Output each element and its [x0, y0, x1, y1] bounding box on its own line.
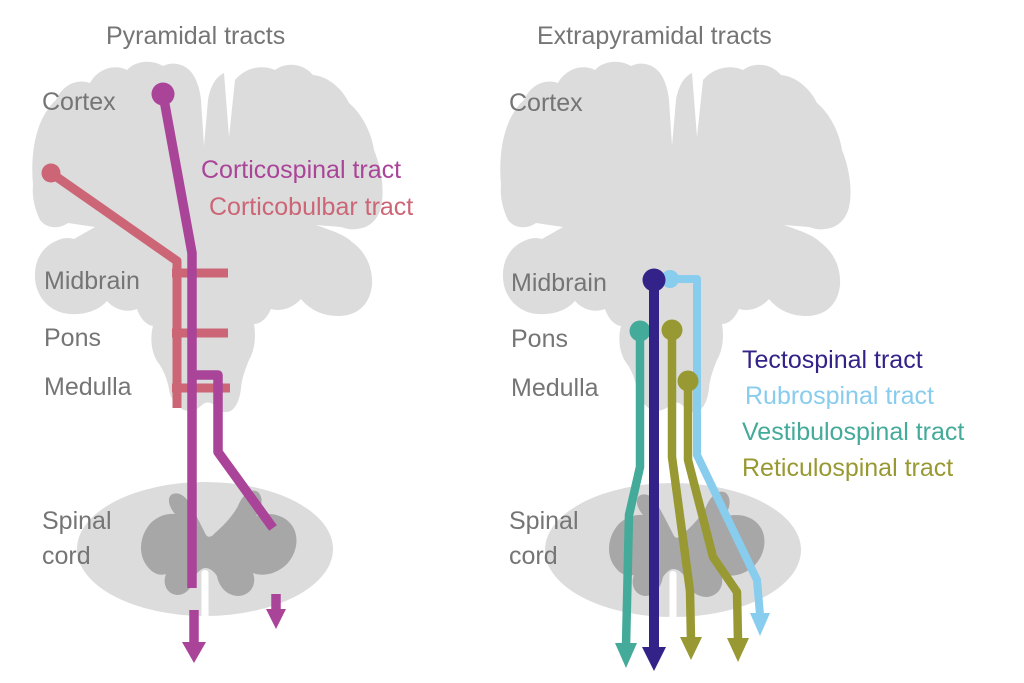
corticobulbar-origin-dot — [41, 163, 61, 183]
label-pons-left: Pons — [44, 324, 101, 352]
corticospinal-lateral-branch — [192, 370, 277, 531]
reticulospinal-arrowhead-2 — [727, 638, 749, 662]
label-reticulospinal-tract: Reticulospinal tract — [742, 454, 954, 482]
reticulospinal-tract-lines — [661, 319, 749, 662]
corticospinal-origin-dot — [151, 82, 175, 106]
label-cortex-left: Cortex — [42, 88, 116, 116]
left-figure-title: Pyramidal tracts — [106, 22, 286, 50]
label-midbrain-left: Midbrain — [44, 267, 140, 295]
rubrospinal-line — [669, 275, 764, 616]
spinal-cord-section-left — [77, 482, 333, 622]
corticospinal-arrowhead — [182, 642, 206, 663]
label-rubrospinal-tract: Rubrospinal tract — [745, 382, 934, 410]
vestibulospinal-origin-dot — [629, 320, 651, 342]
label-spinal-cord-right: Spinal cord — [509, 507, 579, 570]
reticulospinal-line-pontine — [667, 330, 696, 641]
label-medulla-right: Medulla — [511, 374, 599, 402]
label-vestibulospinal-tract: Vestibulospinal tract — [742, 418, 965, 446]
label-pons-right: Pons — [511, 325, 568, 353]
corticospinal-main-line — [158, 93, 197, 588]
corticospinal-tract-lines — [158, 93, 281, 644]
rubrospinal-origin-dot — [661, 270, 679, 288]
reticulospinal-arrowhead-1 — [680, 637, 702, 660]
tectospinal-tract-lines — [642, 268, 666, 671]
label-tectospinal-tract: Tectospinal tract — [742, 346, 923, 374]
label-midbrain-right: Midbrain — [511, 269, 607, 297]
rubrospinal-arrowhead — [750, 613, 770, 636]
reticulospinal-origin-dot-pons — [661, 319, 683, 341]
right-figure-title: Extrapyramidal tracts — [537, 22, 772, 50]
reticulospinal-origin-dot-medulla — [677, 370, 699, 392]
corticobulbar-main-line — [48, 169, 182, 408]
label-cortex-right: Cortex — [509, 89, 583, 117]
label-corticospinal-tract: Corticospinal tract — [201, 156, 402, 184]
vestibulospinal-arrowhead — [615, 643, 637, 668]
tectospinal-origin-dot — [642, 268, 666, 292]
vestibulospinal-tract-lines — [615, 320, 651, 668]
tectospinal-arrowhead — [642, 647, 666, 671]
rubrospinal-tract-lines — [661, 270, 770, 636]
label-spinal-cord-left: Spinal cord — [42, 507, 112, 570]
vestibulospinal-line — [621, 331, 645, 647]
reticulospinal-line-medullary — [683, 381, 743, 642]
corticospinal-branch-arrowhead — [266, 609, 286, 629]
label-medulla-left: Medulla — [44, 373, 132, 401]
label-corticobulbar-tract: Corticobulbar tract — [209, 193, 414, 221]
